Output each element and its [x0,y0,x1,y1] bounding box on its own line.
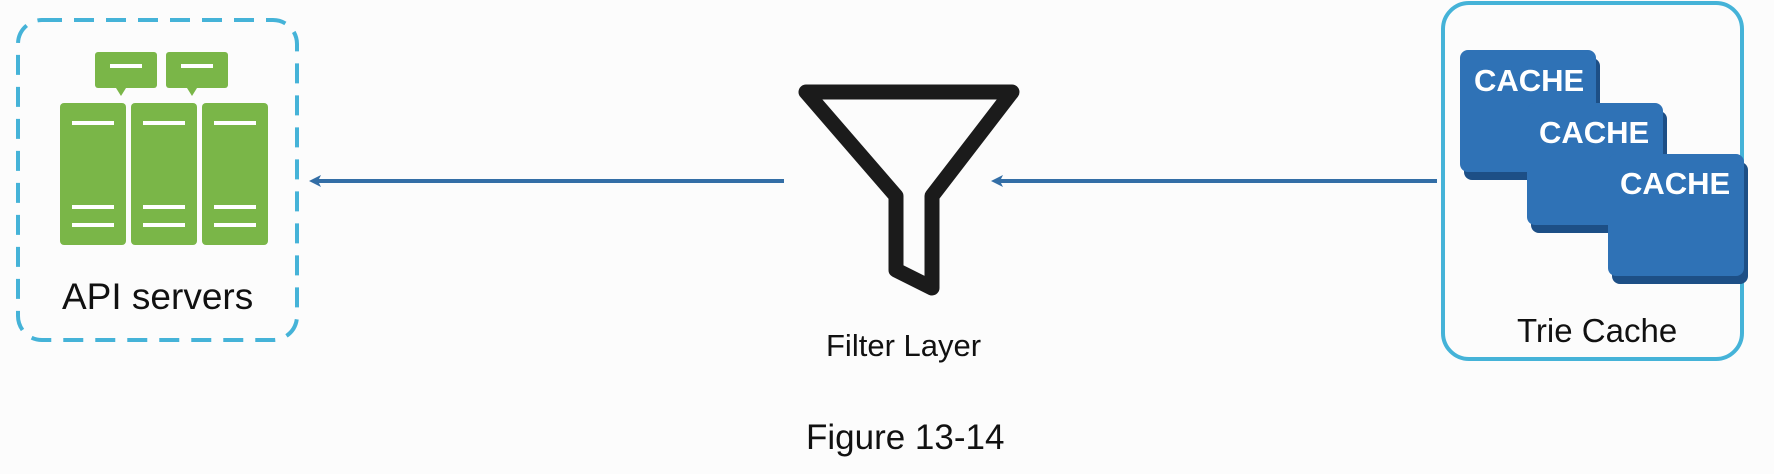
cache-block-label: CACHE [1539,115,1649,150]
cache-block-label: CACHE [1474,63,1584,98]
server-rack-icon [60,52,268,245]
filter-layer-label: Filter Layer [826,328,982,363]
figure-caption: Figure 13-14 [806,418,1005,457]
cache-block-3: CACHE [1608,154,1748,284]
server-monitor-right [166,52,228,96]
server-tower-3 [202,103,268,245]
server-tower-2 [131,103,197,245]
cache-stack-icon: CACHE CACHE CACHE [1460,50,1748,284]
funnel-icon [798,84,1020,296]
trie-cache-label: Trie Cache [1517,312,1678,349]
api-servers-container [16,18,299,342]
server-tower-1 [60,103,126,245]
api-servers-label: API servers [62,276,254,317]
cache-block-label: CACHE [1620,166,1730,201]
server-monitor-left [95,52,157,96]
